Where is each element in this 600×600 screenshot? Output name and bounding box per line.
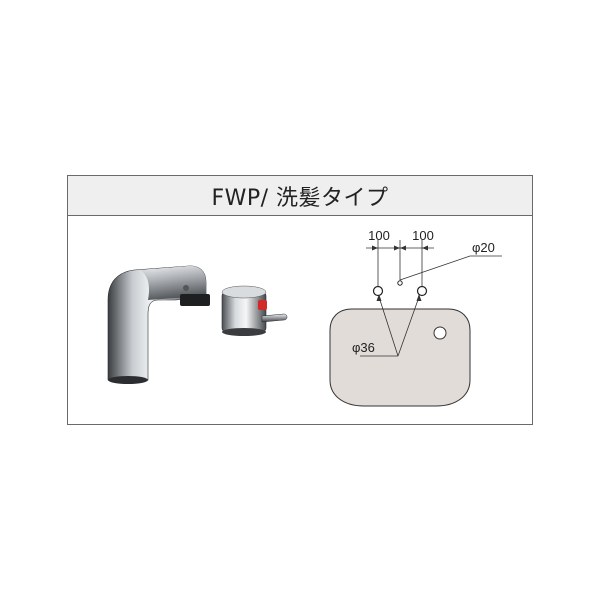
panel-header: FWP/ 洗髪タイプ bbox=[68, 176, 532, 216]
dim-right-label: 100 bbox=[412, 228, 434, 243]
panel-title: FWP/ 洗髪タイプ bbox=[211, 185, 389, 211]
basin-outline bbox=[329, 308, 471, 407]
arrowheads bbox=[372, 245, 428, 301]
center-small-hole bbox=[397, 280, 403, 286]
right-mount-hole bbox=[416, 285, 428, 297]
mixer-handle-image bbox=[221, 285, 288, 336]
faucet-spout-image bbox=[107, 265, 210, 384]
dim-left-label: 100 bbox=[368, 228, 390, 243]
left-mount-hole bbox=[372, 285, 384, 297]
large-hole-label: φ36 bbox=[352, 340, 375, 355]
small-hole-label: φ20 bbox=[472, 240, 495, 255]
drain-hole bbox=[433, 326, 447, 340]
